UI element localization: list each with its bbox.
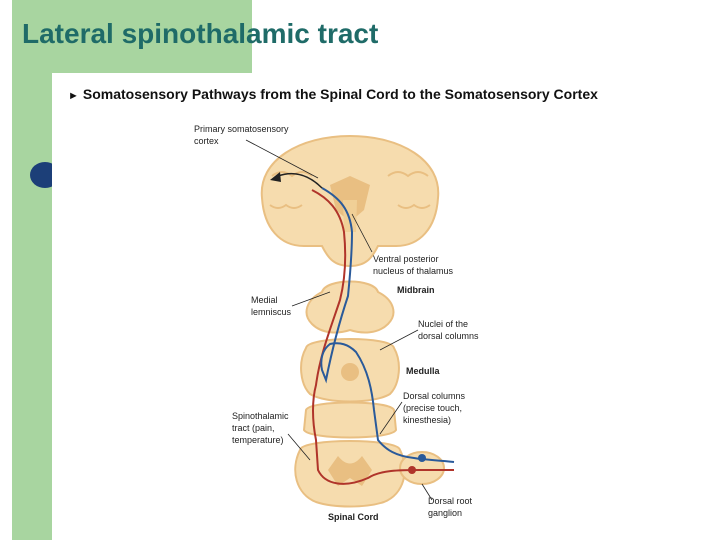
slide-title: Lateral spinothalamic tract <box>22 18 379 49</box>
label-nuclei-line1: Nuclei of the <box>418 319 468 329</box>
label-nuclei-line2: dorsal columns <box>418 331 479 341</box>
label-spinal-cord: Spinal Cord <box>328 512 379 522</box>
spinothalamic-tract-line <box>311 189 454 485</box>
midbrain-section <box>305 280 395 334</box>
label-midbrain: Midbrain <box>397 285 435 295</box>
label-medial-line1: Medial <box>251 295 278 305</box>
cortex-arrowhead <box>270 172 281 182</box>
green-header-block <box>12 0 252 73</box>
medulla-section <box>300 338 400 403</box>
label-ganglion-line1: Dorsal root <box>428 496 473 506</box>
leader-lines <box>245 139 433 501</box>
brain-section <box>260 134 440 268</box>
label-spino-line3: temperature) <box>232 435 284 445</box>
label-dorsal-line1: Dorsal columns <box>403 391 466 401</box>
label-medial-line2: lemniscus <box>251 307 292 317</box>
label-ganglion-line2: ganglion <box>428 508 462 518</box>
label-cortex-line2: cortex <box>194 136 219 146</box>
figure-title: ►Somatosensory Pathways from the Spinal … <box>68 86 598 102</box>
play-arrow-icon: ► <box>68 90 79 102</box>
label-vpn-line1: Ventral posterior <box>373 254 439 264</box>
upper-cord-section <box>302 401 398 439</box>
label-spino-line2: tract (pain, <box>232 423 275 433</box>
figure-title-text: Somatosensory Pathways from the Spinal C… <box>82 86 598 102</box>
dorsal-column-line <box>320 187 455 463</box>
label-cortex-line1: Primary somatosensory <box>194 124 289 134</box>
cortex-projection-line <box>277 172 323 189</box>
spinal-cord-section <box>294 440 406 508</box>
green-side-bar <box>12 0 52 540</box>
label-vpn-line2: nucleus of thalamus <box>373 266 454 276</box>
label-dorsal-line3: kinesthesia) <box>403 415 451 425</box>
label-dorsal-line2: (precise touch, <box>403 403 462 413</box>
label-medulla: Medulla <box>406 366 440 376</box>
label-spino-line1: Spinothalamic <box>232 411 289 421</box>
